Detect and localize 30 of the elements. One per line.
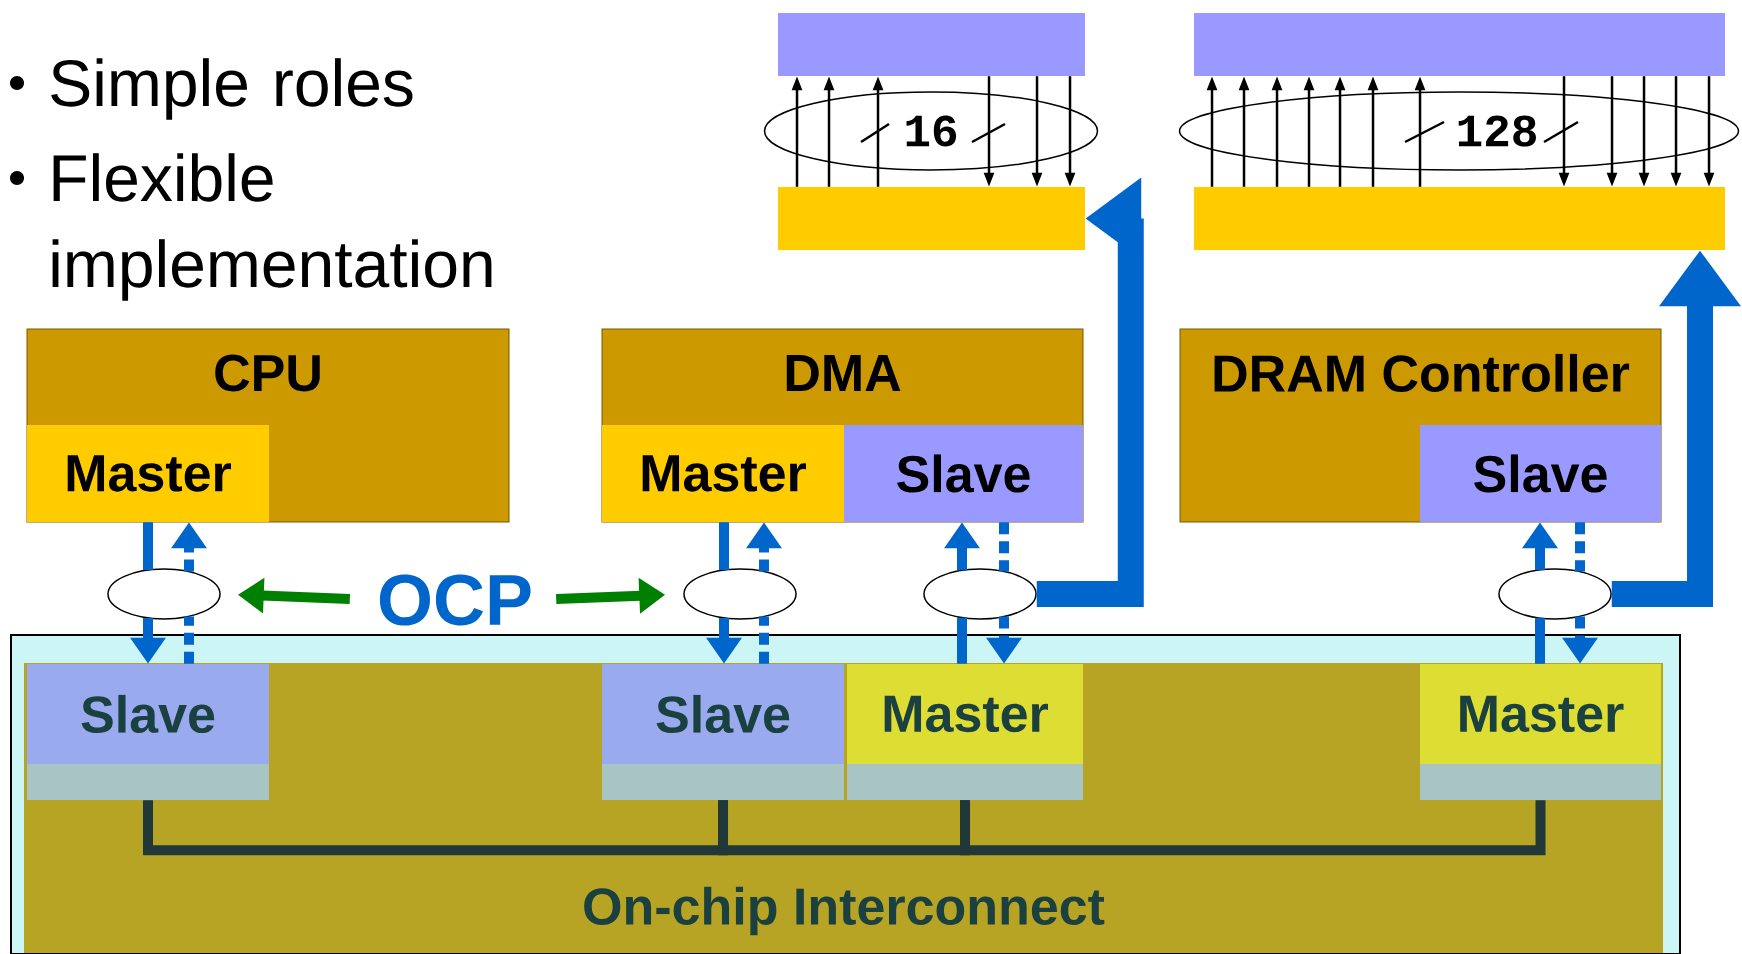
ellipse xyxy=(683,568,797,620)
bus-line xyxy=(960,800,1546,856)
bus-block xyxy=(1194,187,1725,250)
bus-block xyxy=(778,187,1085,250)
signal-line xyxy=(184,616,194,664)
bus-block xyxy=(1194,13,1725,76)
port-box: Master xyxy=(847,664,1083,800)
port-box: Slave xyxy=(1420,425,1661,522)
bullet-text: Simple roles xyxy=(51,58,413,120)
signal-line xyxy=(759,616,769,664)
ellipse xyxy=(107,568,221,620)
signal-line xyxy=(1575,522,1585,572)
bus-width-label: 16 xyxy=(906,115,957,147)
port-box: Master xyxy=(27,425,269,522)
signal-line xyxy=(719,522,729,570)
ellipse xyxy=(1498,568,1612,620)
bus-width-label: 128 xyxy=(1458,115,1536,147)
bus-block xyxy=(778,13,1085,76)
signal-line xyxy=(143,522,153,570)
text-label: OCP xyxy=(379,574,531,626)
port-box: Slave xyxy=(602,664,844,800)
signal-line xyxy=(999,522,1009,572)
port-box: Slave xyxy=(27,664,269,800)
port-box: Master xyxy=(602,425,844,522)
bullet-text: Flexible implementation xyxy=(52,153,492,301)
port-box: Master xyxy=(1420,664,1661,800)
port-box: Slave xyxy=(844,425,1083,522)
signal-line xyxy=(1535,618,1545,664)
signal-line xyxy=(957,617,967,664)
ellipse xyxy=(923,568,1037,620)
